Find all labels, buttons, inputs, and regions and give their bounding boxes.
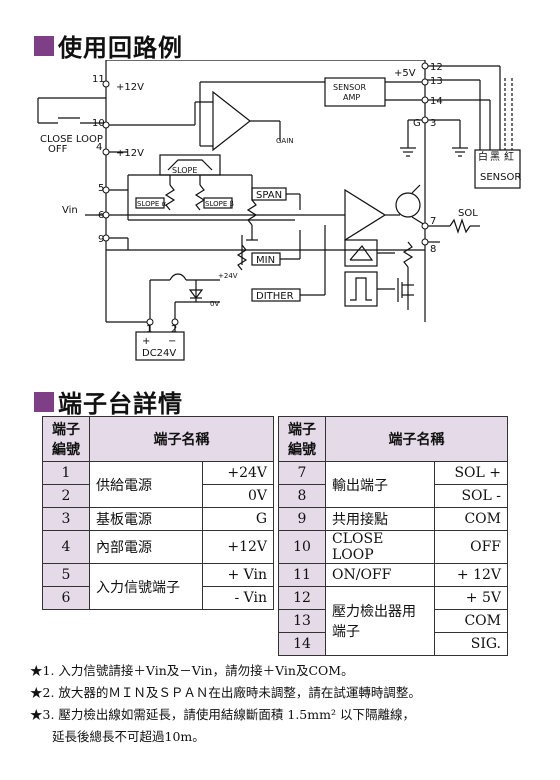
table-cell-num: 10 xyxy=(278,530,326,564)
dc24v-label: DC24V xyxy=(142,348,176,359)
table-cell-val: + 5V xyxy=(434,586,508,610)
terminal-title-text: 端子台詳情 xyxy=(58,390,183,418)
terminal-14-label: 14 xyxy=(430,96,443,107)
table-cell-val: COM xyxy=(434,507,508,531)
table-cell-val: + 12V xyxy=(434,563,508,587)
plus5v-label: +5V xyxy=(394,68,416,79)
table-cell-name: 基板電源 xyxy=(89,507,203,531)
table-cell-val: +12V xyxy=(202,530,274,564)
sol-label: SOL xyxy=(458,208,478,219)
wire-white-label: 白 xyxy=(478,150,488,163)
terminal-4-label: 4 xyxy=(96,142,102,153)
terminal-6-label: 6 xyxy=(98,210,104,221)
table-cell-num: 3 xyxy=(42,507,90,531)
terminal-2-label: 2 xyxy=(171,324,177,335)
table-cell-name: ON/OFF xyxy=(325,563,435,587)
note-3-continued: 延長後總長不可超過10m。 xyxy=(52,729,205,744)
table-cell-num: 7 xyxy=(278,461,326,485)
table-cell-num: 11 xyxy=(278,563,326,587)
table-cell-num: 5 xyxy=(42,563,90,587)
sensor-amp-label-2: AMP xyxy=(343,93,360,102)
table-cell-num: 13 xyxy=(278,609,326,633)
table-cell-val: 0V xyxy=(202,484,274,508)
note-2: ★2. 放大器的ＭＩＮ及ＳＰＡＮ在出廠時未調整，請在試運轉時調整。 xyxy=(30,685,421,700)
terminal-1-label: 1 xyxy=(146,324,152,335)
g-label: G xyxy=(413,118,421,129)
purple-square-icon xyxy=(34,35,54,56)
table-cell-val: - Vin xyxy=(202,586,274,610)
notes-block: ★1. 入力信號請接＋Vin及－Vin，請勿接＋Vin及COM。 ★2. 放大器… xyxy=(30,660,421,748)
note-3: ★3. 壓力檢出線如需延長，請使用結線斷面積 1.5mm² 以下隔離線， xyxy=(30,707,415,722)
terminal-3-label: 3 xyxy=(430,118,436,129)
header-terminal-name: 端子名稱 xyxy=(89,416,274,462)
slope-beta-label: SLOPE β xyxy=(205,200,234,208)
terminal-10-label: 10 xyxy=(92,118,105,129)
plus12v-b-label: +12V xyxy=(116,148,144,159)
table-cell-num: 6 xyxy=(42,586,90,610)
off-label: OFF xyxy=(48,144,68,155)
terminal-9-label: 9 xyxy=(98,234,104,245)
table-cell-val: SOL - xyxy=(434,484,508,508)
note-1: ★1. 入力信號請接＋Vin及－Vin，請勿接＋Vin及COM。 xyxy=(30,663,354,678)
wire-black-label: 黑 xyxy=(490,151,500,163)
plus12v-a-label: +12V xyxy=(116,82,144,93)
table-cell-name: 供給電源 xyxy=(89,461,203,508)
terminal-13-label: 13 xyxy=(430,76,443,87)
table-cell-val: G xyxy=(202,507,274,531)
terminal-section-title: 端子台詳情 xyxy=(34,384,183,419)
table-cell-num: 2 xyxy=(42,484,90,508)
sensor-amp-label-1: SENSOR xyxy=(333,83,366,92)
wire-red-label: 紅 xyxy=(504,151,514,163)
table-cell-num: 9 xyxy=(278,507,326,531)
plus-sign: + xyxy=(142,336,150,347)
min-label: MIN xyxy=(256,255,275,266)
table-cell-name: 入力信號端子 xyxy=(89,563,203,610)
sensor-label: SENSOR xyxy=(480,172,521,183)
minus-sign: − xyxy=(168,336,176,347)
vin-label: Vin xyxy=(62,205,78,216)
table-cell-val: OFF xyxy=(434,530,508,564)
gain-label: GAIN xyxy=(276,137,294,145)
plus24v-label: +24V xyxy=(218,272,238,280)
terminal-12-label: 12 xyxy=(430,62,443,73)
slope-alpha-label: SLOPE α xyxy=(137,200,166,208)
span-label: SPAN xyxy=(256,190,282,201)
purple-square-icon xyxy=(34,391,54,412)
table-cell-name: 共用接點 xyxy=(325,507,435,531)
header-terminal-name-right: 端子名稱 xyxy=(325,416,508,462)
table-cell-num: 12 xyxy=(278,586,326,610)
header-terminal-no: 端子編號 xyxy=(42,416,90,462)
circuit-diagram: 11 +12V 10 CLOSE LOOP OFF 4 +12V SLOPE S… xyxy=(37,60,521,361)
circuit-title-text: 使用回路例 xyxy=(58,34,183,62)
table-cell-num: 1 xyxy=(42,461,90,485)
table-cell-val: + Vin xyxy=(202,563,274,587)
header-terminal-no-right: 端子編號 xyxy=(278,416,326,462)
table-cell-val: COM xyxy=(434,609,508,633)
table-cell-val: SIG. xyxy=(434,632,508,656)
terminal-5-label: 5 xyxy=(98,183,104,194)
zero-v-label: 0V xyxy=(210,300,219,308)
table-cell-num: 4 xyxy=(42,530,90,564)
terminal-table: 端子編號 端子名稱 端子編號 端子名稱 1 供給電源 +24V 7 輸出端子 S… xyxy=(42,416,508,656)
table-cell-name: 內部電源 xyxy=(89,530,203,564)
terminal-8-label: 8 xyxy=(430,244,436,255)
terminal-7-label: 7 xyxy=(430,216,436,227)
table-cell-val: +24V xyxy=(202,461,274,485)
table-cell-name: 壓力檢出器用端子 xyxy=(325,586,435,656)
dither-label: DITHER xyxy=(256,291,294,302)
table-cell-name: 輸出端子 xyxy=(325,461,435,508)
slope-label: SLOPE xyxy=(172,166,197,175)
table-cell-name: CLOSE LOOP xyxy=(325,530,435,564)
table-cell-num: 14 xyxy=(278,632,326,656)
table-cell-num: 8 xyxy=(278,484,326,508)
table-cell-val: SOL + xyxy=(434,461,508,485)
close-loop-label: CLOSE LOOP xyxy=(40,134,103,145)
terminal-11-label: 11 xyxy=(92,74,105,85)
circuit-section-title: 使用回路例 xyxy=(34,28,183,63)
